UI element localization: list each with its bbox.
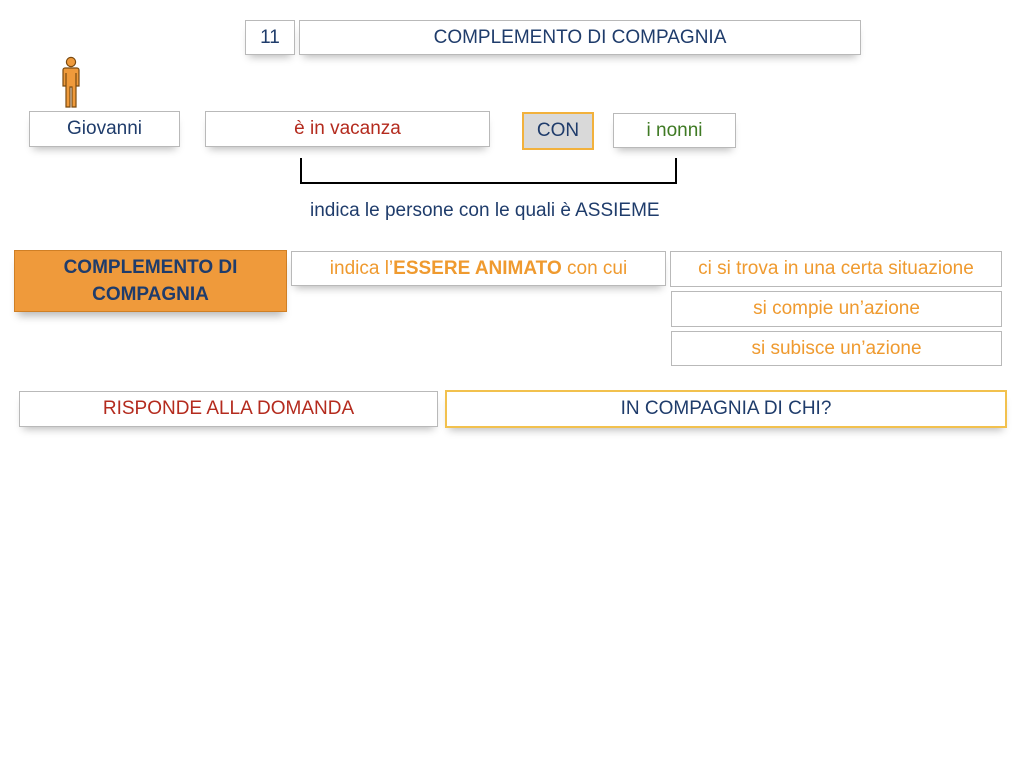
- complement-label-line1: COMPLEMENTO DI: [63, 257, 238, 278]
- situation-box-1: ci si trova in una certa situazione: [670, 251, 1002, 287]
- slide-number: 11: [245, 20, 295, 55]
- question-label-text: RISPONDE ALLA DOMANDA: [102, 398, 355, 419]
- situation-text-1: ci si trova in una certa situazione: [698, 258, 974, 279]
- subject-box: Giovanni: [29, 111, 180, 147]
- bracket-line: [300, 158, 677, 184]
- question-box: IN COMPAGNIA DI CHI?: [445, 390, 1007, 428]
- predicate-box: è in vacanza: [205, 111, 490, 147]
- predicate-text: è in vacanza: [294, 118, 401, 139]
- slide-number-text: 11: [260, 26, 280, 48]
- preposition-box: CON: [522, 112, 594, 150]
- question-label-box: RISPONDE ALLA DOMANDA: [19, 391, 438, 427]
- situation-text-2: si compie un’azione: [753, 298, 920, 319]
- slide-title: COMPLEMENTO DI COMPAGNIA: [299, 20, 861, 55]
- complement-label-box: COMPLEMENTO DI COMPAGNIA: [14, 250, 287, 312]
- situation-text-3: si subisce un’azione: [751, 337, 922, 359]
- subject-text: Giovanni: [67, 118, 142, 139]
- explanation-text: indica le persone con le quali è ASSIEME: [310, 200, 660, 221]
- person-icon: [62, 56, 80, 108]
- complement-box: i nonni: [613, 113, 736, 148]
- definition-suffix: con cui: [561, 257, 628, 279]
- question-text: IN COMPAGNIA DI CHI?: [620, 398, 832, 419]
- definition-emphasis: ESSERE ANIMATO: [393, 257, 562, 279]
- complement-label-line2: COMPAGNIA: [92, 284, 209, 305]
- definition-box: indica l’ESSERE ANIMATO con cui: [291, 251, 666, 286]
- preposition-text: CON: [536, 120, 580, 141]
- situation-box-3: si subisce un’azione: [671, 331, 1002, 366]
- situation-box-2: si compie un’azione: [671, 291, 1002, 327]
- definition-prefix: indica l’: [329, 257, 394, 279]
- complement-text: i nonni: [646, 119, 703, 141]
- slide-title-text: COMPLEMENTO DI COMPAGNIA: [433, 26, 727, 48]
